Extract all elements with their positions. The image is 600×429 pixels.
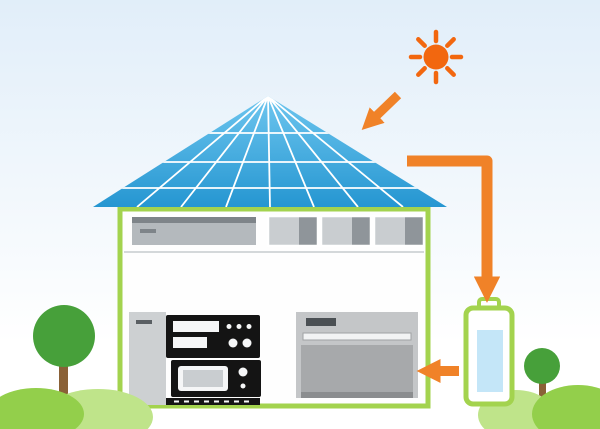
right-tree (524, 348, 560, 406)
window-frame (372, 214, 426, 248)
cabinet-handle (136, 320, 152, 324)
microwave-knob (238, 367, 248, 377)
hood-vent-slot (140, 229, 156, 233)
window-frame (266, 214, 320, 248)
window-frame (319, 214, 373, 248)
microwave-button (240, 383, 246, 389)
left-tree (33, 305, 95, 404)
tree-trunk (59, 354, 68, 404)
dishwasher-kick (301, 392, 413, 398)
dishwasher (296, 312, 418, 398)
tree-foliage (33, 305, 95, 367)
microwave-window-inner (183, 370, 223, 387)
knob (242, 338, 252, 348)
tree-foliage (524, 348, 560, 384)
kitchen-appliances (129, 312, 418, 405)
range-hood (132, 217, 256, 245)
window-shade (405, 216, 424, 246)
sun-icon (408, 29, 464, 85)
battery-icon (463, 297, 515, 407)
indicator-dot (226, 324, 232, 329)
indicator-dot (246, 324, 252, 329)
appliance-stack (166, 315, 261, 405)
window-1 (266, 214, 320, 248)
sun-core (423, 44, 449, 70)
hood-top-strip (132, 217, 256, 223)
arrow-elbow-down-icon (407, 155, 501, 303)
window-shade (352, 216, 371, 246)
house (117, 206, 431, 409)
energy-flow-arrows (361, 91, 501, 384)
battery-cell (477, 330, 503, 392)
bush (0, 388, 84, 429)
base-strip (166, 398, 260, 405)
window-3 (372, 214, 426, 248)
display-screen-2 (173, 337, 207, 348)
side-cabinet (129, 312, 166, 405)
sun-rays (408, 29, 464, 85)
indicator-dot (236, 324, 242, 329)
roof-shape (93, 96, 447, 207)
window-2 (319, 214, 373, 248)
arrow-down-left-icon (361, 91, 402, 130)
tree-trunk (539, 376, 546, 406)
panel-grid-radial (136, 96, 404, 207)
bush (532, 385, 600, 429)
window-shade (299, 216, 318, 246)
dishwasher-front (301, 345, 413, 392)
dishwasher-handle (302, 332, 412, 341)
knob (228, 338, 238, 348)
display-screen (173, 321, 219, 332)
left-bushes (0, 388, 153, 429)
dishwasher-slot (306, 318, 336, 326)
